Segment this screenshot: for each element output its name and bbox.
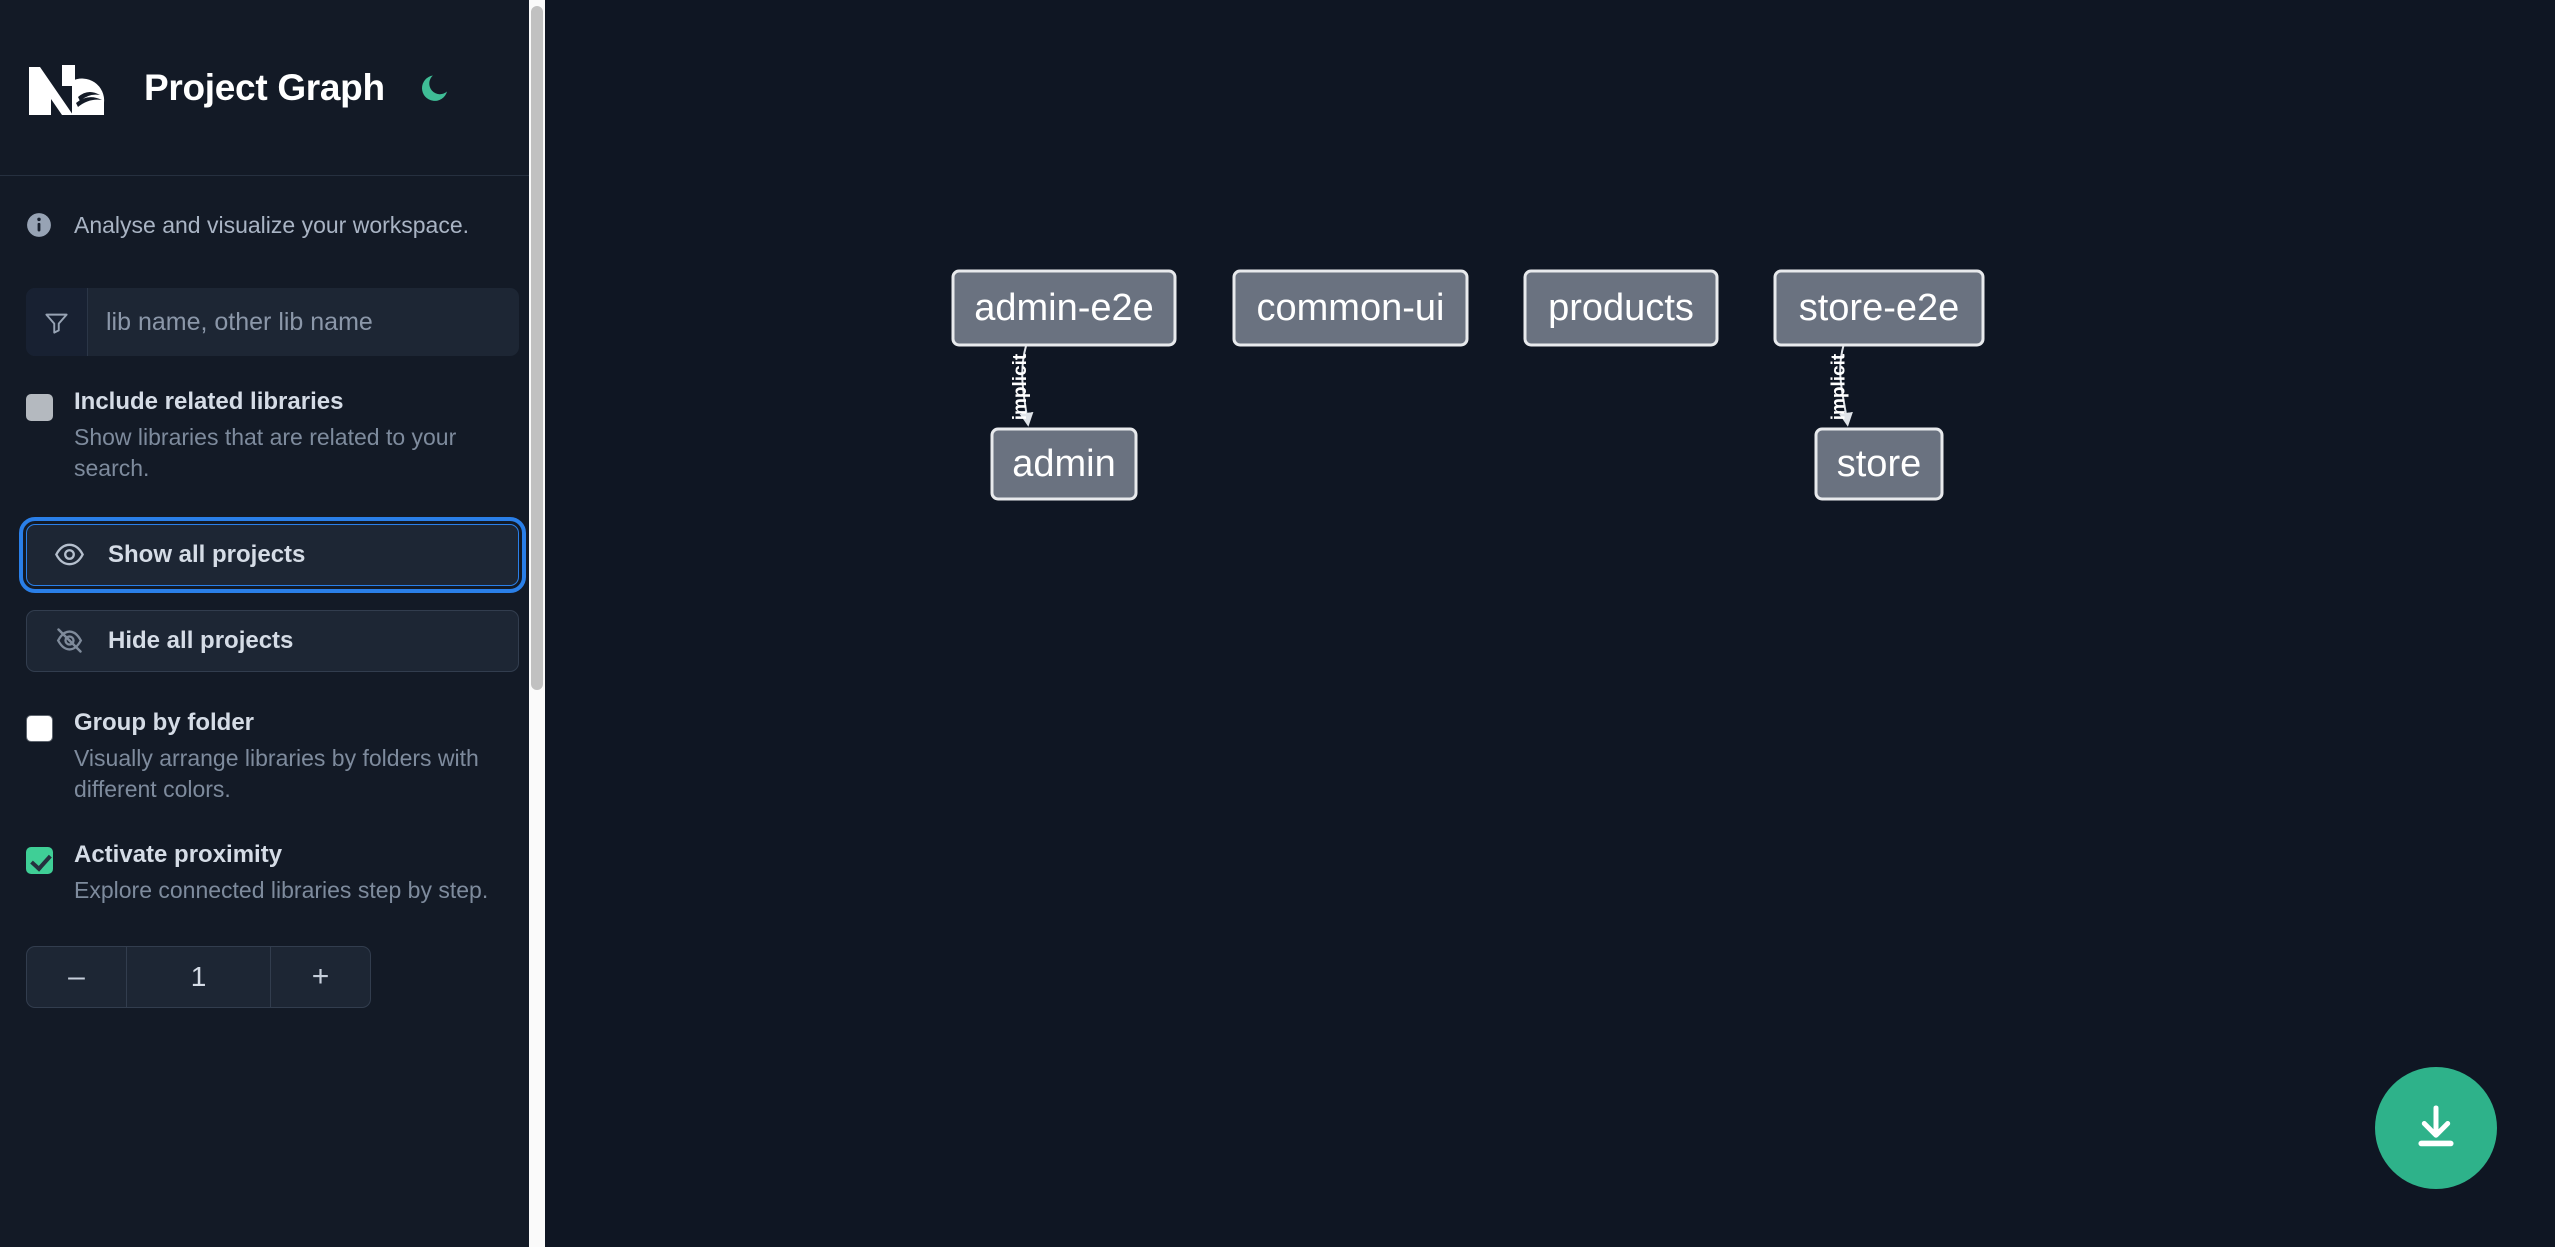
graph-edge[interactable]: implicit xyxy=(1010,344,1034,427)
graph-node[interactable]: products xyxy=(1523,269,1719,347)
graph-node[interactable]: admin xyxy=(990,427,1138,501)
node-label: store-e2e xyxy=(1799,287,1960,329)
option-description: Visually arrange libraries by folders wi… xyxy=(74,744,479,802)
graph-node[interactable]: store-e2e xyxy=(1773,269,1985,347)
workspace-info-text: Analyse and visualize your workspace. xyxy=(74,211,470,238)
option-description: Explore connected libraries step by step… xyxy=(74,877,489,904)
eye-icon xyxy=(54,539,85,570)
node-rect xyxy=(1773,269,1985,347)
show-all-projects-label: Show all projects xyxy=(108,540,306,568)
graph-canvas[interactable]: implicit implicit admin-e2e common-ui produ… xyxy=(545,0,2555,1247)
option-group-by-folder[interactable]: Group by folder Visually arrange librari… xyxy=(26,708,519,805)
proximity-decrement-button[interactable]: – xyxy=(27,947,127,1008)
node-label: admin-e2e xyxy=(974,287,1154,329)
checkbox-activate-proximity[interactable] xyxy=(26,847,53,875)
download-graph-button[interactable] xyxy=(2375,1067,2497,1189)
node-label: products xyxy=(1548,287,1694,329)
graph-node[interactable]: store xyxy=(1814,427,1944,501)
search-input[interactable] xyxy=(88,288,519,356)
graph-edges: implicit implicit xyxy=(1010,344,1853,427)
hide-all-projects-label: Hide all projects xyxy=(108,626,294,654)
node-rect xyxy=(1814,427,1944,501)
page-title: Project Graph xyxy=(144,66,385,108)
edge-path xyxy=(1019,344,1034,427)
filter-icon xyxy=(26,288,88,356)
moon-icon[interactable] xyxy=(413,66,457,110)
sidebar-body: Analyse and visualize your workspace. In… xyxy=(0,176,545,1009)
workspace-info: Analyse and visualize your workspace. xyxy=(26,176,519,238)
option-activate-proximity[interactable]: Activate proximity Explore connected lib… xyxy=(26,841,519,906)
edge-label: implicit xyxy=(1829,353,1850,420)
proximity-value: 1 xyxy=(190,961,207,993)
sidebar: Project Graph Analyse and visualize your… xyxy=(0,0,545,1247)
edge-label: implicit xyxy=(1010,353,1031,420)
graph-edge[interactable]: implicit xyxy=(1829,344,1853,427)
node-rect xyxy=(990,427,1138,501)
node-rect xyxy=(1523,269,1719,347)
proximity-stepper[interactable]: – 1 + xyxy=(26,946,371,1009)
option-description: Show libraries that are related to your … xyxy=(74,424,457,481)
eye-slash-icon xyxy=(54,625,85,656)
graph-node[interactable]: admin-e2e xyxy=(951,269,1177,347)
project-graph-svg: implicit implicit admin-e2e common-ui produ… xyxy=(951,269,1985,501)
download-icon xyxy=(2410,1101,2462,1156)
node-rect xyxy=(1232,269,1469,347)
option-label: Include related libraries xyxy=(74,388,344,415)
nx-logo-icon xyxy=(26,57,114,119)
option-label: Activate proximity xyxy=(74,841,283,869)
option-label: Group by folder xyxy=(74,708,254,736)
graph-nodes: admin-e2e common-ui products store-e2e admin… xyxy=(951,269,1985,501)
checkbox-include-related-libraries[interactable] xyxy=(26,394,53,421)
info-icon xyxy=(26,212,52,238)
graph-node[interactable]: common-ui xyxy=(1232,269,1469,347)
node-label: common-ui xyxy=(1257,287,1445,329)
hide-all-projects-button[interactable]: Hide all projects xyxy=(26,609,519,672)
node-label: store xyxy=(1837,443,1921,485)
sidebar-scrollbar-thumb[interactable] xyxy=(531,6,543,690)
sidebar-header: Project Graph xyxy=(0,0,545,176)
checkbox-group-by-folder[interactable] xyxy=(26,714,53,742)
option-include-related-libraries[interactable]: Include related libraries Show libraries… xyxy=(26,388,519,484)
proximity-increment-button[interactable]: + xyxy=(270,947,370,1008)
sidebar-scrollbar-track[interactable] xyxy=(529,0,545,1247)
show-all-projects-button[interactable]: Show all projects xyxy=(19,516,526,593)
edge-path xyxy=(1839,344,1853,427)
node-label: admin xyxy=(1012,443,1116,485)
search-field[interactable] xyxy=(26,288,519,356)
node-rect xyxy=(951,269,1177,347)
